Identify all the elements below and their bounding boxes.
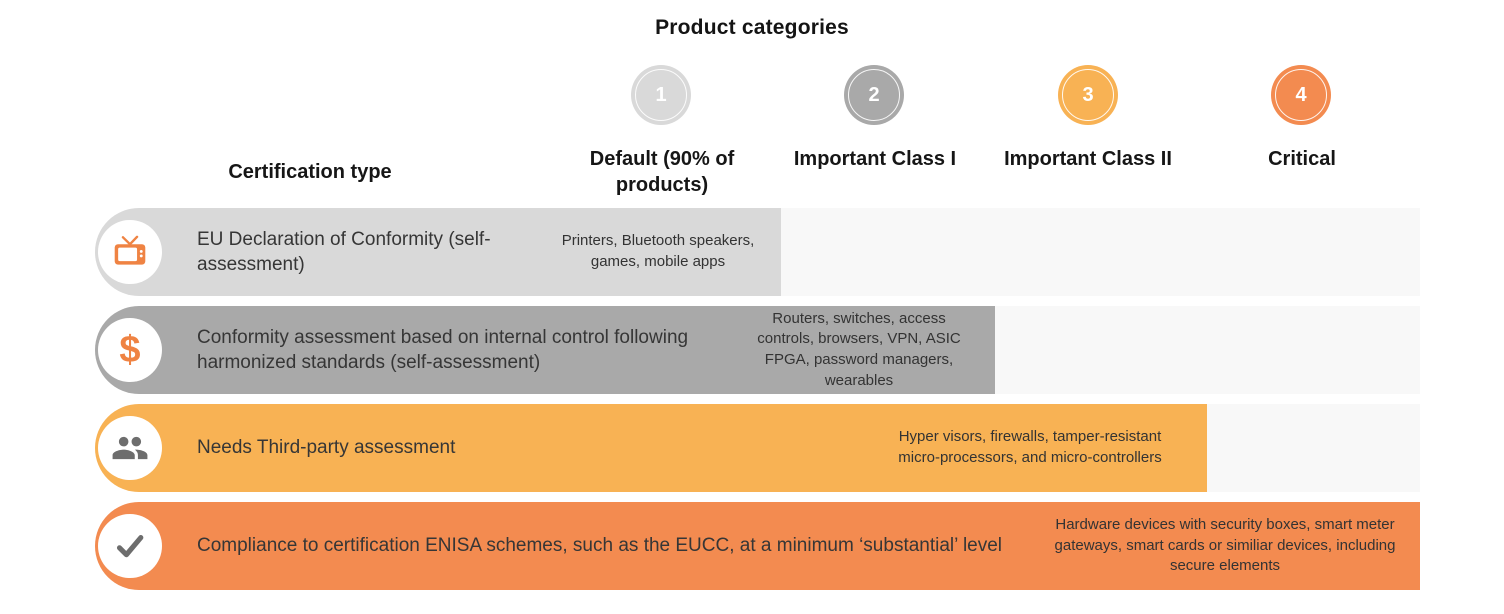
dollar-icon: $ (119, 329, 141, 371)
products-cell-important-2: Hyper visors, firewalls, tamper-resistan… (898, 428, 1162, 466)
row-eu-declaration: EU Declaration of Conformity (self-asses… (0, 208, 1504, 296)
column-header-important-1: Important Class I (793, 148, 957, 170)
row-pill-important-1 (95, 306, 995, 394)
category-number: 2 (868, 83, 880, 106)
certification-label: EU Declaration of Conformity (self-asses… (197, 228, 491, 275)
row-enisa-certification: Compliance to certification ENISA scheme… (0, 502, 1504, 590)
row-pill-important-2 (95, 404, 1207, 492)
category-circle-default: 1 (631, 65, 691, 125)
row-internal-control: $ Conformity assessment based on interna… (0, 306, 1504, 394)
category-number: 1 (655, 83, 667, 106)
certification-type-header: Certification type (228, 161, 392, 183)
icon-circle (98, 514, 162, 578)
category-number: 4 (1295, 83, 1307, 106)
row-pill-default (95, 208, 781, 296)
category-circle-critical: 4 (1271, 65, 1331, 125)
check-icon (116, 535, 144, 558)
products-cell-important-1: Routers, switches, access controls, brow… (757, 309, 961, 389)
row-third-party: Needs Third-party assessment Hyper visor… (0, 404, 1504, 492)
category-circle-important-2: 3 (1058, 65, 1118, 125)
icon-circle: $ (98, 318, 162, 382)
people-icon (112, 436, 148, 460)
circle-inner-ring (848, 69, 900, 121)
circle-inner-ring (635, 69, 687, 121)
circle-inner-ring (1275, 69, 1327, 121)
row-pill-critical (95, 502, 1420, 590)
icon-circle (98, 220, 162, 284)
column-header-critical: Critical (1268, 148, 1336, 170)
category-circle-important-1: 2 (844, 65, 904, 125)
products-cell-critical: Hardware devices with security boxes, sm… (1054, 515, 1396, 575)
page-title: Product categories (655, 16, 849, 39)
tv-icon (114, 235, 146, 265)
circle-inner-ring (1062, 69, 1114, 121)
products-cell-default: Printers, Bluetooth speakers, games, mob… (561, 232, 755, 270)
certification-label: Compliance to certification ENISA scheme… (197, 535, 1003, 557)
certification-label: Conformity assessment based on internal … (197, 326, 689, 373)
column-header-default: Default (90% of products) (589, 148, 735, 196)
column-header-important-2: Important Class II (1004, 148, 1172, 170)
icon-circle (98, 416, 162, 480)
certification-label: Needs Third-party assessment (197, 437, 456, 459)
category-number: 3 (1082, 83, 1094, 106)
